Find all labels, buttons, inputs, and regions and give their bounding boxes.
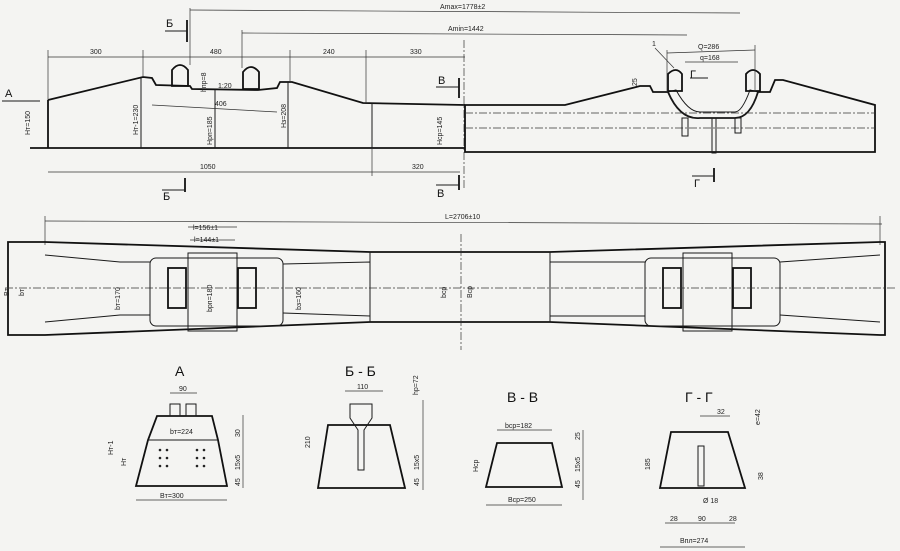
dim-25: 25 [632,78,639,86]
dim-320: 320 [412,164,424,171]
length-label: L=2706±10 [445,214,480,221]
section-bb-title: Б - Б [345,363,376,379]
ht-end-label: Hт=150 [25,111,32,135]
plan-view: L=2706±10 l=156±1 l=144±1 Bт bт bт=170 b… [4,214,895,350]
slope-label: 1:20 [218,83,232,90]
dim-480: 480 [210,49,222,56]
gg-dia: Ø 18 [703,498,718,505]
fastener-icon [667,69,683,92]
bsr-label: bср [441,287,448,298]
a-d30: 30 [235,429,242,437]
hpr-label: hпр=8 [201,72,208,92]
a-ht1: Hт-1 [108,440,115,455]
bb-h210: 210 [305,436,312,448]
l-outer-label: l=156±1 [193,225,218,232]
vv-Bsr: Bср=250 [508,497,536,504]
vv-bsr: bср=182 [505,423,532,430]
section-vv: В - В bср=182 Bср=250 Hср 25 15x5 45 [473,389,584,506]
bb-d15x5: 15x5 [414,455,421,470]
vv-d15x5: 15x5 [575,457,582,472]
dim-240: 240 [323,49,335,56]
l-inner-label: l=144±1 [194,237,219,244]
fastener-icon [242,66,260,90]
fastener-icon [745,69,761,92]
a-top: 90 [179,386,187,393]
view-a-arrow: A [5,88,13,100]
cut-g-bottom: Г [694,178,700,190]
bolt-icon [167,267,187,309]
brp-label: bрп=180 [207,285,214,312]
amin-label: Amin=1442 [448,26,484,33]
rail-plate [667,89,759,119]
gg-Bpl: Bпл=274 [680,538,708,545]
cut-g-top: Г [690,69,696,81]
section-vv-title: В - В [507,389,538,405]
gg-d28a: 28 [670,516,678,523]
callout-1: 1 [652,41,656,48]
cut-v-top: В [438,75,445,87]
dim-406: 406 [215,101,227,108]
vv-d25: 25 [575,432,582,440]
cut-b-top: Б [166,18,173,30]
side-section: Q=286 q=168 1 25 Г Г [464,41,876,190]
q-small-label: q=168 [700,55,720,62]
cut-v-bottom: В [437,188,444,200]
amax-label: Amax=1778±2 [440,4,485,11]
bb-d45: 45 [414,478,421,486]
dim-300: 300 [90,49,102,56]
q-big-label: Q=286 [698,44,719,51]
hsr-label: Hср=145 [437,117,444,145]
vv-d45: 45 [575,480,582,488]
fastener-icon [171,64,189,87]
section-gg-title: Г - Г [685,389,713,405]
a-Bt: Bт=300 [160,493,184,500]
bt-inner-label: bт [19,288,26,296]
dim-330: 330 [410,49,422,56]
cut-b-bottom: Б [163,191,170,203]
hz-label: Hз=208 [281,104,288,128]
bb-hr: hр=72 [413,375,420,395]
bolt-icon [237,267,257,309]
gg-d32: 32 [717,409,725,416]
a-ht: Hт [121,457,128,466]
section-bb: Б - Б 110 210 hр=72 15x5 45 [305,363,424,490]
ht1-label: Hт-1=230 [133,105,140,135]
a-bt: bт=224 [170,429,193,436]
gg-d38: 38 [758,472,765,480]
bt-value: bт=170 [115,287,122,310]
gg-d28b: 28 [729,516,737,523]
section-gg: Г - Г 32 e=42 185 38 Ø 18 28 90 28 Bпл=2… [645,389,765,548]
a-d15x5: 15x5 [235,455,242,470]
side-elevation: 300 480 240 330 Amax=1778±2 Amin=1442 40… [2,4,741,203]
section-a: А 90 bт=224 Bт=300 Hт-1 Hт 30 15x5 45 [108,363,244,501]
a-d45: 45 [235,478,242,486]
vv-Hsr: Hср [473,459,480,472]
gg-d90: 90 [698,516,706,523]
bz-label: bз=160 [296,287,303,310]
bt-outer-label: Bт [4,287,11,296]
dim-1050: 1050 [200,164,216,171]
section-a-title: А [175,363,185,379]
hrp-label: Hрп=185 [207,116,214,145]
Bsr-label: Bср [467,286,474,298]
bb-top: 110 [357,384,368,391]
gg-e: e=42 [755,409,762,425]
gg-h185: 185 [645,458,652,470]
